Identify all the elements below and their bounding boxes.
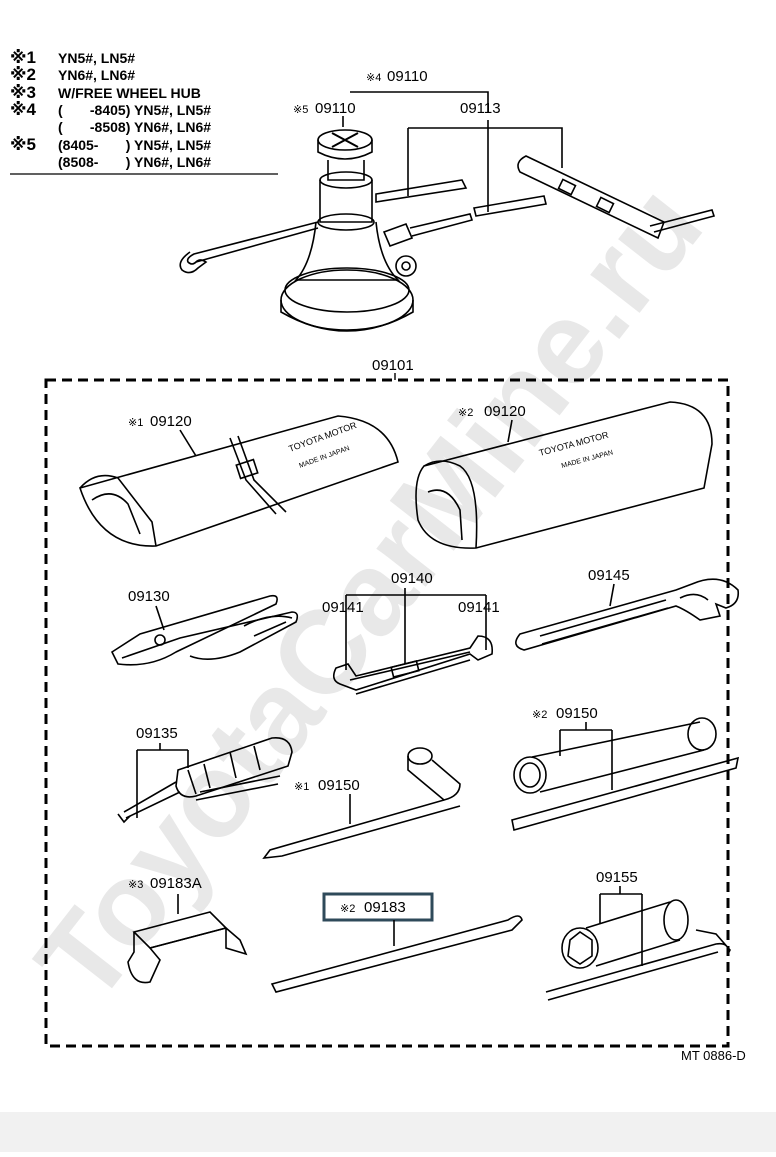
spanner-left-number: 09141 bbox=[322, 599, 364, 616]
tire-lever: ※2 09183 bbox=[270, 892, 523, 993]
adjustable-wrench: 09145 bbox=[515, 567, 740, 651]
hub-tool-number: 09183A bbox=[150, 875, 202, 892]
pliers-number: 09130 bbox=[128, 588, 170, 605]
lug-wrench-1-number: 09150 bbox=[318, 777, 360, 794]
legend-text-4: ( -8405) YN5#, LN5# bbox=[58, 102, 211, 118]
adjustable-wrench-number: 09145 bbox=[588, 567, 630, 584]
legend-text-3: W/FREE WHEEL HUB bbox=[58, 85, 201, 101]
hub-tool: ※3 09183A bbox=[127, 875, 248, 984]
tire-lever-number: 09183 bbox=[364, 899, 406, 916]
plug-wrench: 09155 bbox=[545, 869, 731, 1001]
legend-text-6: (8405- ) YN5#, LN5# bbox=[58, 137, 211, 153]
tool-bag-2-number: 09120 bbox=[484, 403, 526, 420]
jack-set: ※4 09110 ※5 09110 09113 bbox=[179, 68, 716, 332]
tool-bag-1-number: 09120 bbox=[150, 413, 192, 430]
tool-set-dashed-border bbox=[44, 378, 730, 1048]
legend-text-1: YN5#, LN5# bbox=[58, 50, 135, 66]
jack-set-mark: ※4 bbox=[366, 72, 381, 84]
legend-text-5: ( -8508) YN6#, LN6# bbox=[58, 119, 211, 135]
spanner-right-number: 09141 bbox=[458, 599, 500, 616]
spanner-set-number: 09140 bbox=[391, 570, 433, 587]
bag-1-print-2: MADE IN JAPAN bbox=[298, 445, 350, 470]
lug-wrench-2-number: 09150 bbox=[556, 705, 598, 722]
jack-set-number: 09110 bbox=[387, 68, 428, 85]
lug-wrench-1: ※1 09150 bbox=[262, 747, 461, 859]
legend-mark-4: ※4 bbox=[10, 100, 37, 119]
tire-lever-mark: ※2 bbox=[340, 903, 355, 915]
screwdriver-number: 09135 bbox=[136, 725, 178, 742]
watermark: ToyotaCarMine.ru bbox=[11, 161, 727, 1026]
screwdriver: 09135 bbox=[117, 725, 293, 824]
spanner-set: 09140 09141 09141 bbox=[322, 570, 500, 695]
tool-set-number: 09101 bbox=[372, 357, 414, 374]
footer-band bbox=[0, 1112, 776, 1152]
tool-bag-2-mark: ※2 bbox=[458, 407, 473, 419]
figure-code: MT 0886-D bbox=[681, 1048, 746, 1063]
legend-text-2: YN6#, LN6# bbox=[58, 67, 135, 83]
tool-set: 09101 bbox=[44, 357, 730, 1048]
tire-lever-highlight-box bbox=[322, 892, 434, 922]
bag-2-print-2: MADE IN JAPAN bbox=[561, 449, 614, 470]
jack-number: 09110 bbox=[315, 100, 356, 117]
legend-mark-1: ※1 bbox=[10, 48, 36, 67]
jack-handle-number: 09113 bbox=[460, 100, 501, 117]
legend-mark-2: ※2 bbox=[10, 65, 36, 84]
legend-mark-3: ※3 bbox=[10, 83, 36, 102]
tool-bag-1-mark: ※1 bbox=[128, 417, 143, 429]
jack-mark: ※5 bbox=[293, 104, 308, 116]
legend: ※1 YN5#, LN5# ※2 YN6#, LN6# ※3 W/FREE WH… bbox=[10, 48, 278, 175]
lug-wrench-2-mark: ※2 bbox=[532, 709, 547, 721]
pliers: 09130 bbox=[110, 588, 299, 666]
legend-text-7: (8508- ) YN6#, LN6# bbox=[58, 154, 211, 170]
lug-wrench-2: ※2 09150 bbox=[511, 705, 740, 832]
legend-mark-6: ※5 bbox=[10, 135, 36, 154]
lug-wrench-1-mark: ※1 bbox=[294, 781, 309, 793]
plug-wrench-number: 09155 bbox=[596, 869, 638, 886]
hub-tool-mark: ※3 bbox=[128, 879, 143, 891]
